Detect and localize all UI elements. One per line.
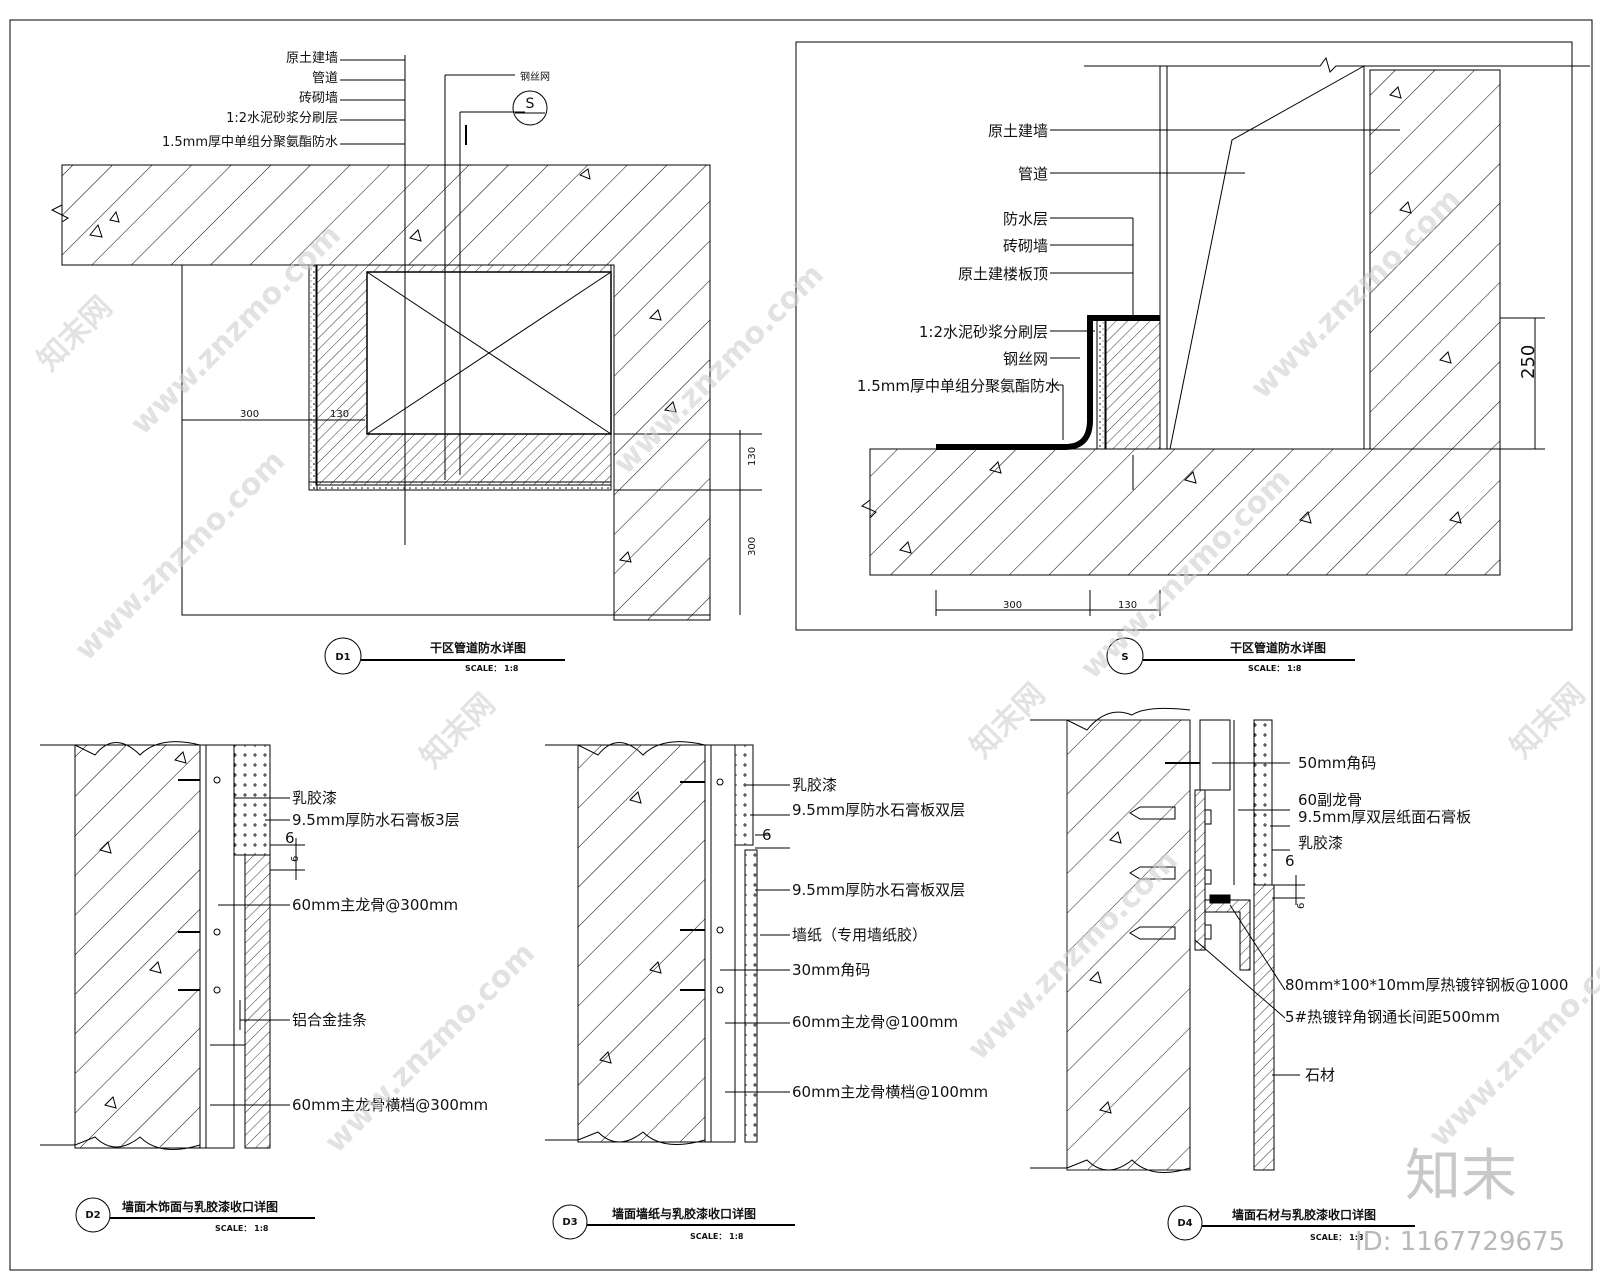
s-label-3: 砖砌墙 [1003, 237, 1048, 255]
d1-callout-letter: S [526, 96, 535, 112]
s-scale: SCALE： 1:8 [1248, 664, 1302, 673]
drawing-frame [9, 19, 1593, 1271]
d2-title: 墙面木饰面与乳胶漆收口详图 [122, 1199, 278, 1214]
d1-tag-circle [324, 637, 362, 675]
s-tag-circle [1106, 637, 1144, 675]
d4-dim-b: 6 [1296, 903, 1307, 909]
d4-scale: SCALE： 1:8 [1310, 1233, 1364, 1242]
s-label-1: 管道 [1018, 165, 1048, 183]
s-label-5: 1:2水泥砂浆分刷层 [919, 323, 1048, 341]
watermark-text-4: www.znzmo.com [68, 444, 292, 668]
d1-scale: SCALE： 1:8 [465, 664, 519, 673]
d4-dim-a: 6 [1285, 852, 1295, 870]
d4-label-3: 乳胶漆 [1298, 834, 1343, 852]
d1-dim-130b: 130 [747, 447, 758, 466]
d1-label-1: 管道 [312, 71, 338, 86]
d4-label-5: 5#热镀锌角钢通长间距500mm [1285, 1008, 1500, 1026]
d2-label-4: 60mm主龙骨横档@300mm [292, 1096, 488, 1114]
d1-tag: D1 [335, 652, 350, 663]
d3-label-5: 60mm主龙骨@100mm [792, 1013, 958, 1031]
d3-label-1: 9.5mm厚防水石膏板双层 [792, 801, 965, 819]
d2-label-0: 乳胶漆 [292, 789, 337, 807]
detail-d2 [40, 741, 305, 1150]
detail-d1 [50, 55, 762, 621]
d3-tag: D3 [562, 1217, 577, 1228]
watermark-text-7: www.znzmo.com [1422, 930, 1600, 1154]
d4-label-1: 60副龙骨 [1298, 791, 1362, 809]
brand-logo: 知末 [1405, 1144, 1517, 1209]
d3-tag-circle [552, 1204, 588, 1240]
d2-dim-a: 6 [285, 829, 295, 847]
d2-dim-b: 6 [290, 856, 301, 862]
d3-label-2: 9.5mm厚防水石膏板双层 [792, 881, 965, 899]
d1-dim-300b: 300 [747, 537, 758, 556]
d3-scale: SCALE： 1:8 [690, 1232, 744, 1241]
d4-label-2: 9.5mm厚双层纸面石膏板 [1298, 808, 1471, 826]
d1-label-4: 1.5mm厚中单组分聚氨酯防水 [162, 134, 338, 150]
d4-title: 墙面石材与乳胶漆收口详图 [1232, 1207, 1376, 1222]
s-label-4: 原土建楼板顶 [958, 265, 1048, 283]
d3-label-0: 乳胶漆 [792, 776, 837, 794]
d2-tag-circle [75, 1197, 111, 1233]
s-label-6: 钢丝网 [1003, 350, 1048, 368]
watermark-brand-2: 知末网 [964, 677, 1052, 765]
d3-label-6: 60mm主龙骨横档@100mm [792, 1083, 988, 1101]
d4-tag: D4 [1177, 1218, 1192, 1229]
d1-label-0: 原土建墙 [286, 51, 338, 66]
d1-dim-300a: 300 [240, 409, 259, 420]
d1-mesh-label: 钢丝网 [520, 70, 550, 83]
s-label-0: 原土建墙 [988, 122, 1048, 140]
d1-label-2: 砖砌墙 [299, 91, 338, 106]
d2-tag: D2 [85, 1210, 100, 1221]
callout-s-circle [512, 90, 548, 126]
s-title: 干区管道防水详图 [1230, 640, 1326, 655]
d3-title: 墙面墙纸与乳胶漆收口详图 [612, 1206, 756, 1221]
d3-dim-a: 6 [762, 826, 772, 844]
d2-label-2: 60mm主龙骨@300mm [292, 896, 458, 914]
d4-label-6: 石材 [1305, 1066, 1335, 1084]
s-tag: S [1121, 652, 1128, 663]
watermark-text-8: www.znzmo.com [318, 936, 542, 1160]
s-label-7: 1.5mm厚中单组分聚氨酯防水 [857, 377, 1060, 395]
s-dim-300: 300 [1003, 600, 1022, 611]
s-label-2: 防水层 [1003, 210, 1048, 228]
watermark-brand-4: 知末网 [414, 687, 502, 775]
d1-label-3: 1:2水泥砂浆分刷层 [226, 111, 338, 126]
d1-dim-130a: 130 [330, 409, 349, 420]
detail-s [795, 41, 1590, 631]
d4-tag-circle [1167, 1205, 1203, 1241]
d2-label-3: 铝合金挂条 [292, 1011, 367, 1029]
d1-title: 干区管道防水详图 [430, 640, 526, 655]
s-dim-130: 130 [1118, 600, 1137, 611]
d4-label-0: 50mm角码 [1298, 754, 1376, 772]
watermark-brand-3: 知末网 [1504, 677, 1592, 765]
d2-label-1: 9.5mm厚防水石膏板3层 [292, 811, 460, 829]
detail-d3 [545, 741, 790, 1145]
d2-scale: SCALE： 1:8 [215, 1224, 269, 1233]
detail-d4 [1030, 707, 1305, 1173]
d3-label-3: 墙纸（专用墙纸胶） [792, 926, 927, 944]
d4-label-4: 80mm*100*10mm厚热镀锌钢板@1000 [1285, 976, 1568, 994]
s-dim-250: 250 [1518, 345, 1539, 379]
d3-label-4: 30mm角码 [792, 961, 870, 979]
asset-id: ID: 1167729675 [1355, 1227, 1565, 1257]
watermark-brand-1: 知末网 [31, 290, 119, 378]
